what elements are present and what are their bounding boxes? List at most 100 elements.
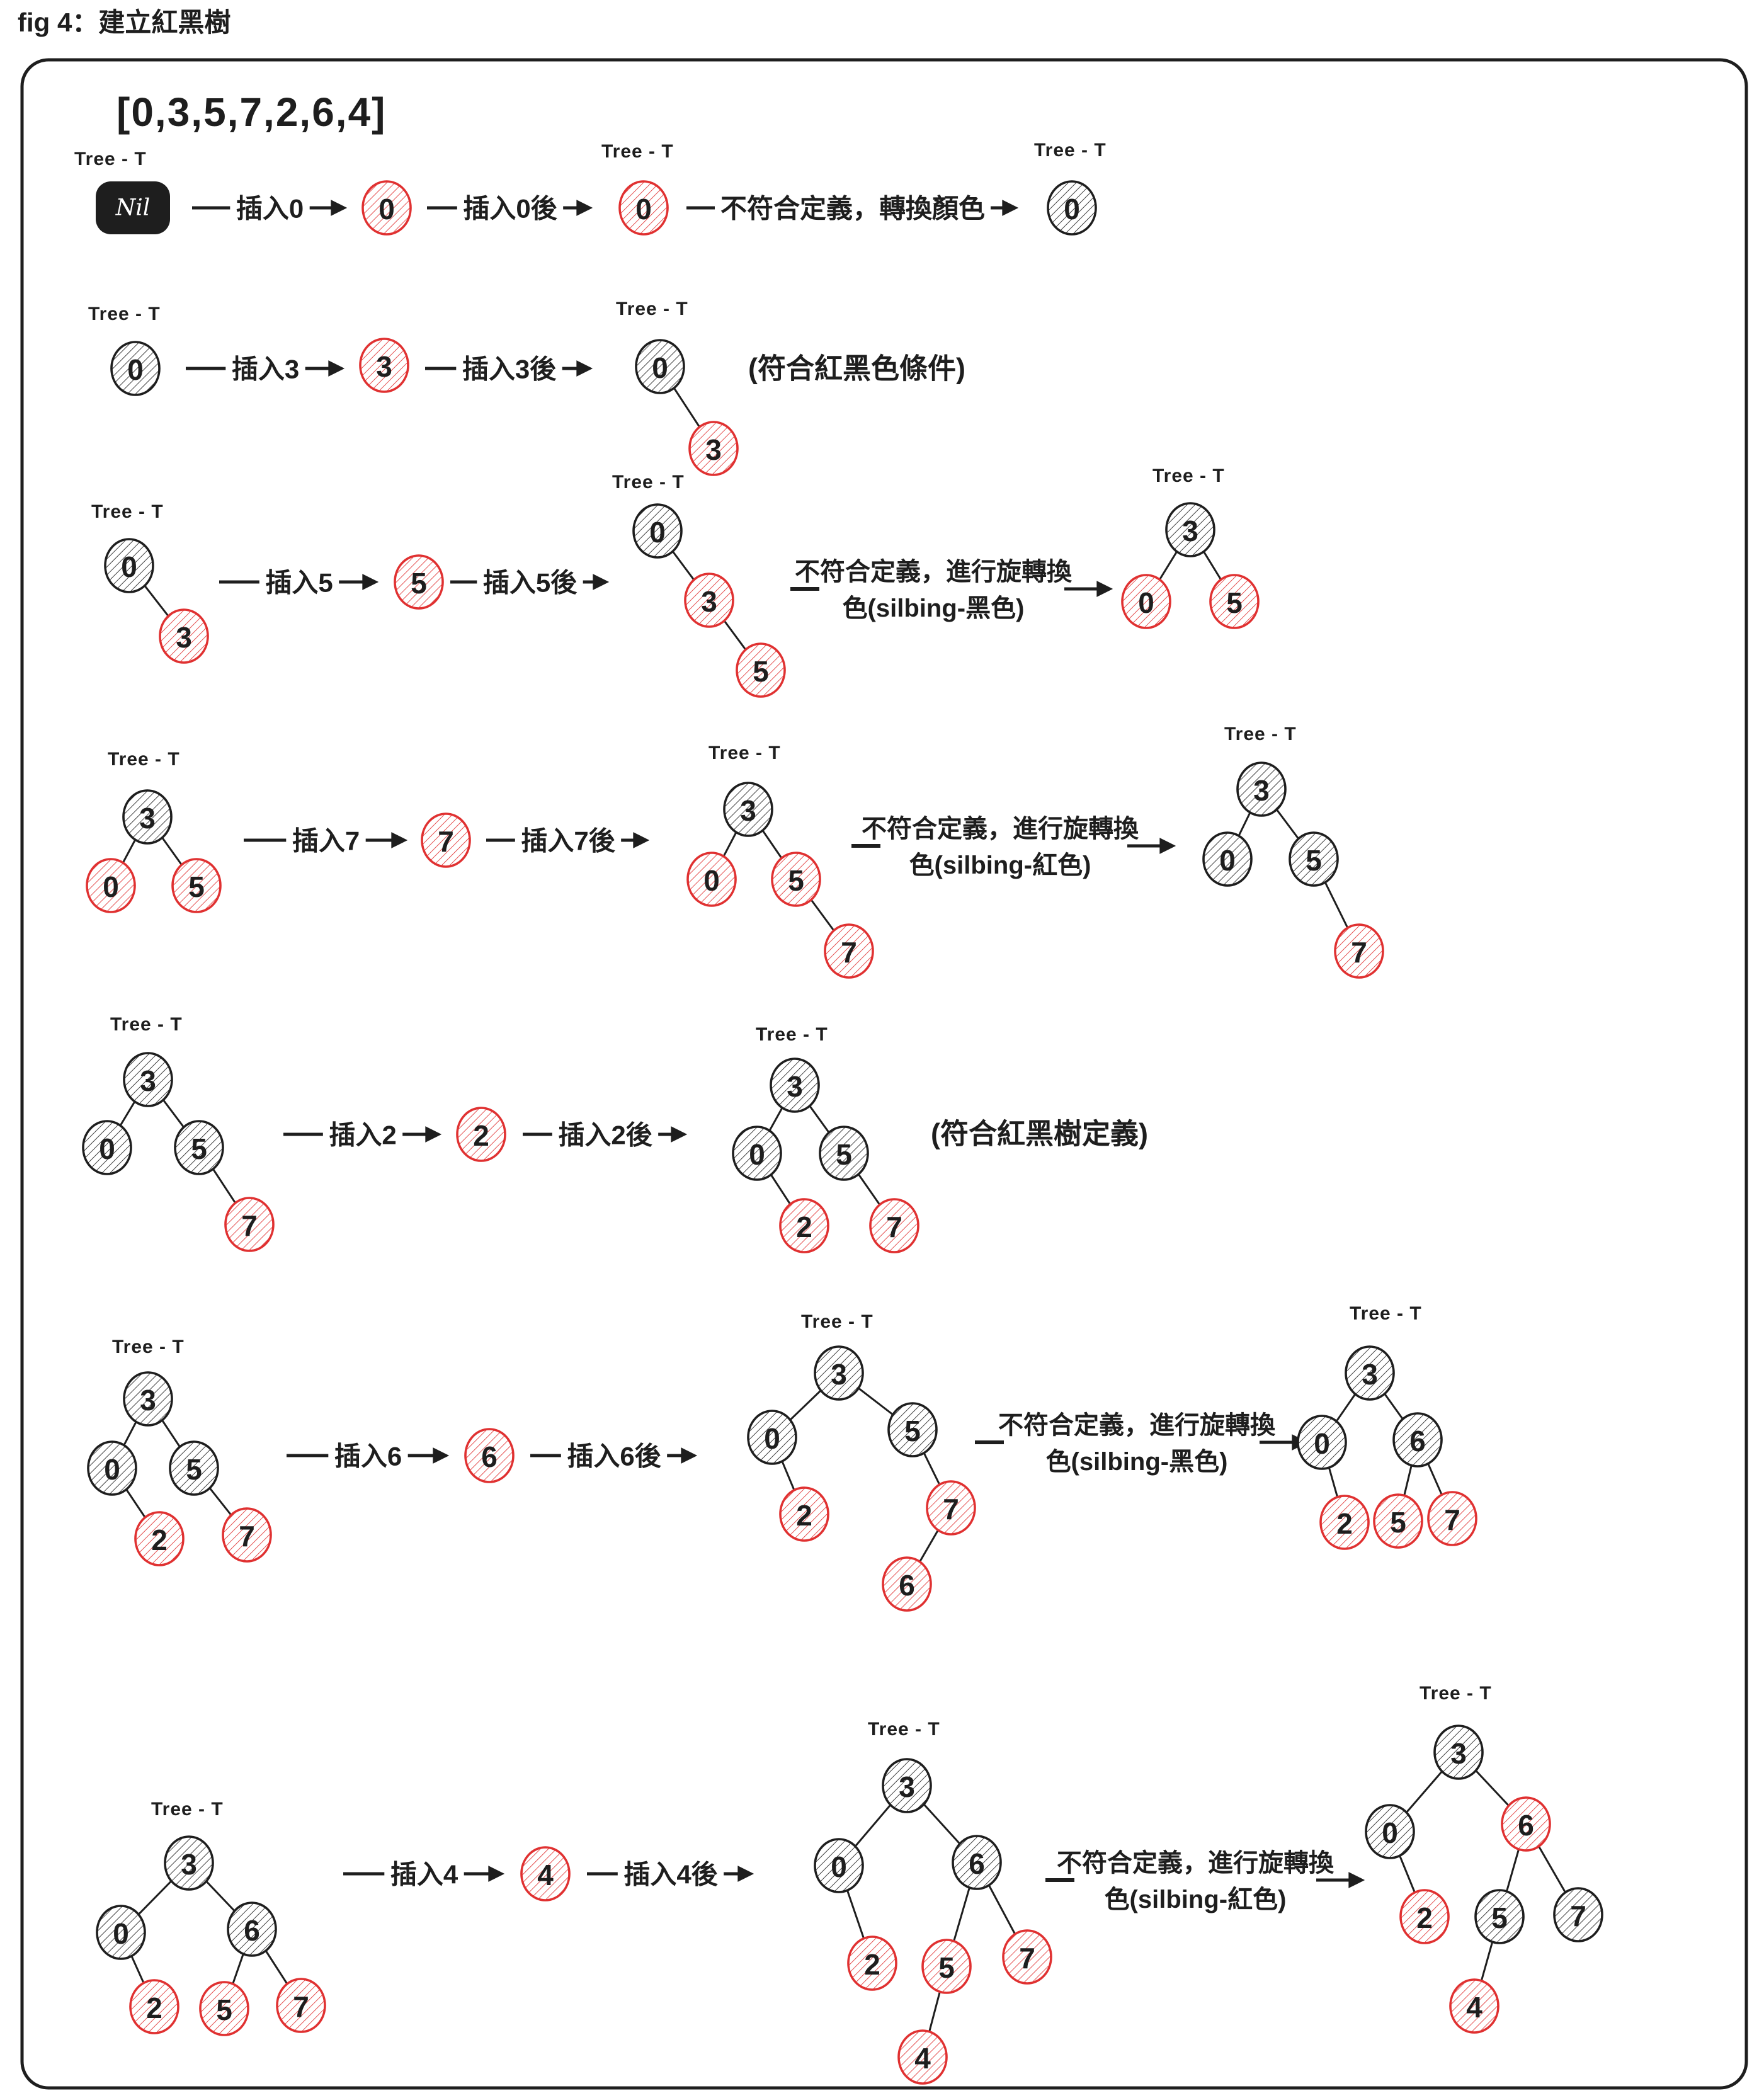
- tree-node-3: 3: [684, 573, 734, 628]
- node-circle-red: [1002, 1929, 1052, 1985]
- node-circle-red: [359, 338, 409, 393]
- node-value: 3: [176, 621, 192, 654]
- arrow-label-backing: [617, 1854, 724, 1893]
- arrow-label: 插入6: [334, 1442, 402, 1471]
- node-circle-red: [686, 852, 737, 907]
- rotate-label-line1: 不符合定義，進行旋轉換: [862, 815, 1139, 843]
- node-value: 5: [216, 1993, 232, 2026]
- tree-title: Tree - T: [108, 749, 180, 770]
- node-value: 7: [1570, 1900, 1586, 1932]
- node-circle-black: [122, 789, 173, 845]
- node-value: 3: [376, 350, 392, 383]
- node-value: 7: [241, 1209, 258, 1242]
- node-value: 0: [649, 516, 666, 549]
- node-circle-red: [779, 1198, 829, 1253]
- tree-node-5: 5: [169, 1440, 219, 1496]
- node-circle-red: [224, 1197, 275, 1252]
- tree-node-0: 0: [1202, 831, 1253, 887]
- node-value: 7: [841, 936, 857, 969]
- tree-node-0: 0: [747, 1410, 797, 1465]
- node-circle-red: [421, 812, 471, 868]
- node-value: 6: [244, 1914, 260, 1947]
- tree-node-0: 0: [104, 538, 154, 593]
- node-circle-black: [635, 339, 685, 394]
- node-circle-red: [129, 1979, 179, 2034]
- node-value: 2: [1336, 1507, 1353, 1540]
- node-circle-black: [1236, 761, 1287, 817]
- node-circle-red: [771, 852, 821, 907]
- node-circle-red: [684, 573, 734, 628]
- node-value: 2: [1416, 1901, 1433, 1934]
- arrow-label-backing: [322, 1115, 403, 1154]
- node-value: 6: [481, 1440, 498, 1473]
- tree: 03: [104, 538, 209, 664]
- tree-node-0: 0: [632, 503, 683, 559]
- tree-node-7: 7: [421, 812, 471, 868]
- node-circle-red: [926, 1480, 976, 1536]
- node-value: 0: [378, 193, 395, 225]
- tree-node-7: 7: [224, 1197, 275, 1252]
- node-value: 6: [899, 1569, 915, 1602]
- tree-node-3: 3: [814, 1345, 864, 1401]
- rotate-label-line2: 色(silbing-紅色): [909, 852, 1091, 879]
- tree-node-2: 2: [1399, 1889, 1450, 1944]
- node-circle-red: [361, 180, 412, 236]
- tree-node-4: 4: [520, 1846, 571, 1901]
- tree-title: Tree - T: [74, 149, 147, 169]
- node-circle-red: [276, 1978, 326, 2033]
- tree-title: Tree - T: [801, 1311, 873, 1332]
- tree-node-0: 0: [86, 858, 136, 913]
- node-circle-black: [123, 1371, 173, 1427]
- arrow-label-backing: [515, 821, 622, 860]
- node-value: 5: [186, 1453, 202, 1486]
- node-value: 7: [239, 1520, 255, 1553]
- node-circle-red: [618, 180, 669, 236]
- node-value: 0: [127, 353, 144, 386]
- arrow-label-backing: [225, 349, 305, 388]
- node-value: 0: [113, 1917, 129, 1950]
- node-value: 3: [139, 802, 156, 835]
- node-value: 7: [943, 1493, 959, 1525]
- node-value: 5: [1390, 1506, 1406, 1539]
- node-value: 2: [796, 1499, 812, 1532]
- insert-step-arrow: 插入5: [219, 562, 379, 601]
- node-circle-black: [1202, 831, 1253, 887]
- rotate-label-line2: 色(silbing-黑色): [1046, 1448, 1228, 1476]
- node-value: 4: [914, 2042, 931, 2075]
- node-value: 0: [703, 864, 720, 897]
- node-circle-black: [1289, 831, 1339, 887]
- node-circle-black: [110, 341, 161, 396]
- tree-node-5: 5: [171, 858, 222, 913]
- node-value: 0: [1064, 193, 1080, 225]
- node-value: 3: [140, 1064, 156, 1097]
- arrow-label-backing: [456, 349, 562, 388]
- node-circle-black: [174, 1120, 224, 1175]
- node-value: 6: [969, 1847, 985, 1880]
- arrow-label: 插入3後: [462, 355, 557, 384]
- node-value: 7: [1444, 1503, 1460, 1536]
- node-circle-red: [1209, 574, 1260, 629]
- node-circle-black: [723, 782, 773, 837]
- node-value: 7: [1351, 936, 1367, 969]
- insert-step-arrow: 插入3: [186, 349, 345, 388]
- insert-step-arrow: 插入2: [283, 1115, 442, 1154]
- tree-node-0: 0: [686, 852, 737, 907]
- node-value: 5: [411, 567, 427, 600]
- tree-node-7: 7: [222, 1507, 272, 1563]
- node-value: 5: [753, 655, 769, 688]
- insert-step-arrow: 插入4: [343, 1854, 505, 1893]
- node-value: 2: [796, 1211, 812, 1243]
- tree-node-3: 3: [164, 1835, 214, 1891]
- insert-step-arrow: 插入0: [192, 188, 348, 227]
- tree-node-3: 3: [688, 421, 739, 476]
- tree-node-3: 3: [1345, 1345, 1395, 1401]
- tree-node-6: 6: [1501, 1796, 1551, 1852]
